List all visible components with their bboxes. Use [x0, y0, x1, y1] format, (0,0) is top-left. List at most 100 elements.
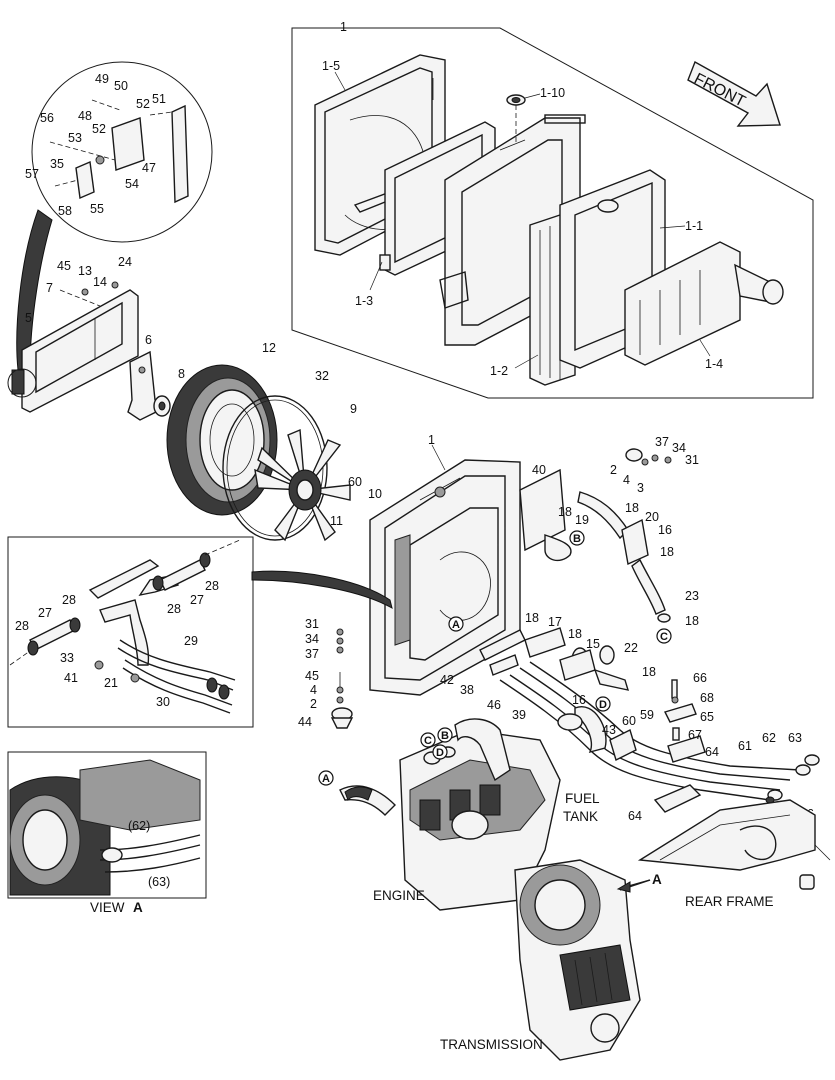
callout-41: 41: [64, 671, 78, 685]
callout-34-b: 34: [305, 632, 319, 646]
callout-61: 61: [738, 739, 752, 753]
callout-27-a: 27: [38, 606, 52, 620]
view-a-letter: A: [133, 900, 143, 915]
callout-4-b: 4: [310, 683, 317, 697]
callout-16-a: 16: [658, 523, 672, 537]
callout-1-10: 1-10: [540, 86, 565, 100]
support-bracket-6: [127, 350, 161, 421]
hose-fittings-61-63: [765, 754, 820, 804]
callout-64-a: 64: [705, 745, 719, 759]
callout-15: 15: [586, 637, 600, 651]
svg-text:A: A: [452, 619, 460, 631]
callout-2-a: 2: [610, 463, 617, 477]
fan-guard-12: [166, 364, 278, 516]
callout-19: 19: [575, 513, 589, 527]
svg-text:D: D: [436, 747, 444, 759]
callout-17: 17: [548, 615, 562, 629]
callout-45-a: 45: [57, 259, 71, 273]
tag-c-upper: C: [656, 628, 672, 644]
tag-c-engine: C: [420, 732, 436, 748]
callout-56: 56: [40, 111, 54, 125]
coolant-hoses-top-right: [577, 448, 672, 623]
view-a-arrow: A: [616, 872, 662, 893]
callout-60-b: 60: [622, 714, 636, 728]
callout-65: 65: [700, 710, 714, 724]
view-a-callout-63: (63): [148, 875, 170, 889]
callout-54: 54: [125, 177, 139, 191]
callout-29: 29: [184, 634, 198, 648]
arrow-a-label: A: [652, 872, 662, 887]
tag-b-engine: B: [437, 727, 453, 743]
spacer-8: [153, 395, 171, 417]
cap-1-10: [506, 94, 526, 145]
callout-28-d: 28: [15, 619, 29, 633]
callout-34-a: 34: [672, 441, 686, 455]
mounting-hardware-right: [574, 679, 706, 813]
callout-10: 10: [368, 487, 382, 501]
callout-46: 46: [487, 698, 501, 712]
callout-35: 35: [50, 157, 64, 171]
callout-18-g: 18: [642, 665, 656, 679]
callout-55: 55: [90, 202, 104, 216]
mounting-bracket-5: [7, 281, 139, 413]
callout-42: 42: [440, 673, 454, 687]
callout-27-b: 27: [190, 593, 204, 607]
callout-11: 11: [330, 514, 343, 528]
callout-21: 21: [104, 676, 118, 690]
radiator-assembly-1: [369, 459, 572, 696]
callout-66: 66: [693, 671, 707, 685]
callout-18-b: 18: [625, 501, 639, 515]
transmission-label: TRANSMISSION: [440, 1037, 543, 1052]
callout-63: 63: [788, 731, 802, 745]
callout-43: 43: [602, 723, 616, 737]
callout-59: 59: [640, 708, 654, 722]
callout-28-c: 28: [167, 602, 181, 616]
callout-52-b: 52: [92, 122, 106, 136]
callout-18-c: 18: [660, 545, 674, 559]
inset-connector: [251, 570, 393, 610]
svg-text:A: A: [322, 773, 330, 785]
callout-13: 13: [78, 264, 92, 278]
svg-text:D: D: [599, 699, 607, 711]
radiator-assembly-inset: 1 1-5 1-3: [291, 20, 814, 399]
tag-a-center: A: [448, 616, 464, 632]
callout-1-mid: 1: [428, 433, 435, 447]
callout-31-a: 31: [685, 453, 699, 467]
callout-37-a: 37: [655, 435, 669, 449]
callout-28-b: 28: [62, 593, 76, 607]
callout-1-2: 1-2: [490, 364, 508, 378]
callout-62: 62: [762, 731, 776, 745]
callout-38: 38: [460, 683, 474, 697]
callout-44: 44: [298, 715, 312, 729]
callout-53: 53: [68, 131, 82, 145]
callout-4-a: 4: [623, 473, 630, 487]
callout-18-a: 18: [558, 505, 572, 519]
callout-68: 68: [700, 691, 714, 705]
callout-47: 47: [142, 161, 156, 175]
callout-51: 51: [152, 92, 166, 106]
callout-37-b: 37: [305, 647, 319, 661]
callout-1-3: 1-3: [355, 294, 373, 308]
callout-1-4: 1-4: [705, 357, 723, 371]
callout-7: 7: [46, 281, 53, 295]
callout-20: 20: [645, 510, 659, 524]
detail-circle-brackets: [16, 61, 213, 371]
callout-1-5: 1-5: [322, 59, 340, 73]
svg-text:B: B: [441, 730, 449, 742]
callout-31-b: 31: [305, 617, 319, 631]
fuel-tank-label-line2: TANK: [563, 809, 598, 824]
callout-22: 22: [624, 641, 638, 655]
callout-64-b: 64: [628, 809, 642, 823]
charge-air-cooler-1-4: [624, 241, 784, 366]
callout-28-a: 28: [205, 579, 219, 593]
svg-text:C: C: [424, 735, 432, 747]
callout-58: 58: [58, 204, 72, 218]
callout-40: 40: [532, 463, 546, 477]
engine-assembly: [339, 713, 583, 911]
cooling-fan-9: [254, 428, 351, 542]
tag-a-engine: A: [318, 770, 334, 786]
svg-text:B: B: [573, 533, 581, 545]
callout-8: 8: [178, 367, 185, 381]
callout-49: 49: [95, 72, 109, 86]
callout-48: 48: [78, 109, 92, 123]
